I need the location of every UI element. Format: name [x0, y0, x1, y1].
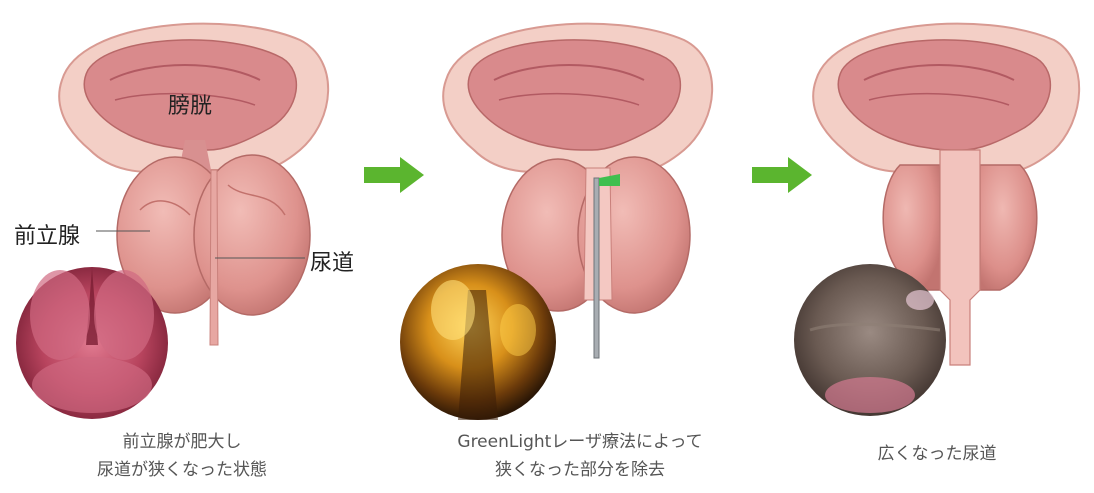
caption-line-1: 広くなった尿道 [780, 440, 1094, 468]
bladder-label: 膀胱 [168, 88, 212, 120]
urethra-label: 尿道 [310, 245, 354, 277]
caption-line-2: 狭くなった部分を除去 [378, 456, 782, 484]
caption-line-1: GreenLightレーザ療法によって [378, 428, 782, 456]
prostate-label: 前立腺 [14, 218, 80, 250]
caption-widened: 広くなった尿道 [780, 440, 1094, 468]
caption-line-1: 前立腺が肥大し [0, 428, 364, 456]
caption-line-2: 尿道が狭くなった状態 [0, 456, 364, 484]
caption-enlarged: 前立腺が肥大し 尿道が狭くなった状態 [0, 428, 364, 484]
anatomy-illustration-widened [780, 0, 1094, 493]
caption-laser: GreenLightレーザ療法によって 狭くなった部分を除去 [378, 428, 782, 484]
panel-enlarged-prostate: 膀胱 前立腺 尿道 前立腺が肥大し 尿道が狭くなった状態 [0, 0, 364, 493]
panel-laser-treatment: GreenLightレーザ療法によって 狭くなった部分を除去 [398, 0, 762, 493]
panel-widened-urethra: 広くなった尿道 [780, 0, 1094, 493]
anatomy-illustration-laser [398, 0, 762, 493]
